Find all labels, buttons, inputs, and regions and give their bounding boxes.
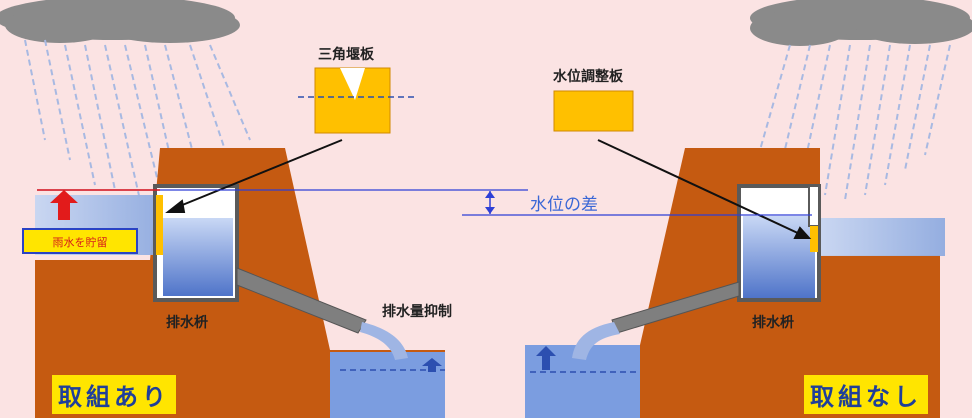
outflow-right [572,322,620,360]
outflow-left [360,322,408,360]
level-up-arrow-icon-right [536,346,556,370]
rise-arrow-icon [50,190,78,220]
pointer-arrows [165,139,812,239]
catch-basin-right-label: 排水枡 [752,315,794,331]
basin-right [737,184,821,302]
cloud-left [0,0,240,43]
water-level-lines [37,189,812,216]
water-level-difference-label: 水位の差 [530,195,598,215]
without-measure-label: 取組なし [804,375,928,414]
catch-basin-left-label: 排水枡 [166,315,208,331]
discharge-control-label: 排水量抑制 [382,304,452,320]
triangular-weir-label: 三角堰板 [318,47,374,63]
level-adjust-plate-label: 水位調整板 [553,69,623,85]
rainwater-storage-label: 雨水を貯留 [22,228,138,254]
pipe-left [236,267,367,334]
rain-right [759,44,951,201]
basin-left [153,184,239,302]
level-adjust-plate [553,90,634,132]
with-measure-label: 取組あり [52,375,176,414]
cloud-right [750,0,972,46]
triangular-weir-plate [298,67,415,134]
level-up-arrow-icon-left [422,358,442,372]
